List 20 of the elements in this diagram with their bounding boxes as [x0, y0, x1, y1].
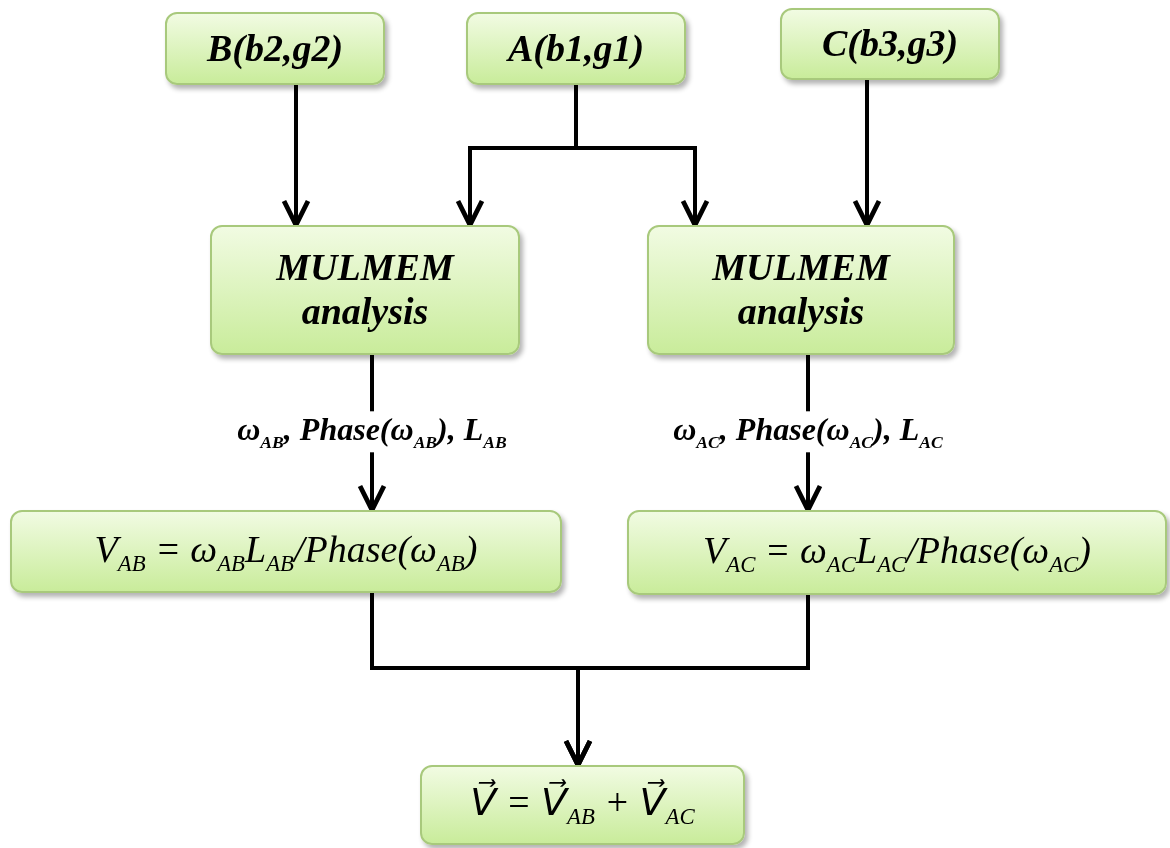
formula-box — [420, 765, 745, 845]
process-box — [210, 225, 520, 355]
process-box — [466, 12, 686, 85]
formula-box — [10, 510, 562, 593]
arrow — [563, 595, 810, 768]
node-text: C(b3,g3) — [821, 22, 959, 66]
process-box — [780, 8, 1000, 80]
node-text: A(b1,g1) — [507, 26, 645, 71]
node-text: B(b2,g2) — [206, 26, 344, 71]
arrow — [852, 80, 882, 228]
process-box — [647, 225, 955, 355]
formula-text: V$_{AB}$ = ω$_{AB}$L$_{AB}$/Phase(ω$_{AB}$) — [94, 526, 478, 577]
formula-text: V⃗ = V⃗$_{AB}$ + V⃗$_{AC}$ — [470, 780, 695, 830]
arrow — [281, 85, 311, 228]
arrow — [574, 85, 710, 228]
node-text: MULMEM analysis — [710, 246, 892, 334]
formula-text: V$_{AC}$ = ω$_{AC}$L$_{AC}$/Phase(ω$_{AC}$) — [703, 527, 1091, 578]
node-text: MULMEM analysis — [274, 246, 456, 334]
process-box — [165, 12, 385, 85]
formula-box — [627, 510, 1167, 595]
